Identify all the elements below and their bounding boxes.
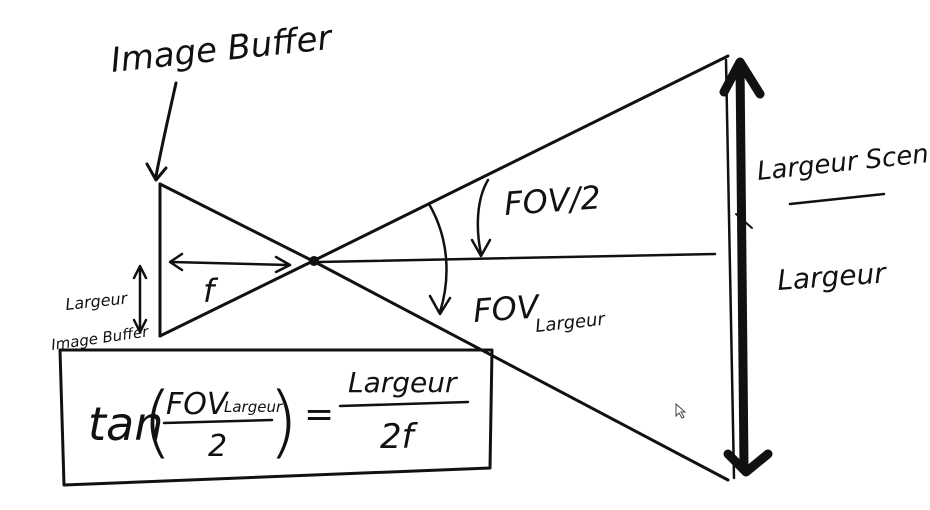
fov-full-label: FOV — [472, 287, 542, 330]
fov-full-arc — [427, 202, 452, 316]
formula-lhs-fraction-bar — [162, 418, 274, 425]
formula-paren-close: ) — [268, 377, 298, 467]
image-plane-label-line1: Largeur — [64, 288, 129, 314]
fov-half-arc — [470, 178, 492, 258]
formula: tan ( FOV Largeur 2 ) = Largeur 2f — [88, 366, 470, 467]
formula-lhs-denominator: 2 — [208, 429, 227, 464]
formula-lhs-numerator-sub: Largeur — [224, 398, 283, 416]
focal-length-label: f — [203, 272, 219, 310]
optical-axis-line — [316, 252, 717, 264]
formula-rhs-fraction-bar — [338, 400, 470, 408]
formula-box — [58, 348, 494, 487]
scene-width-label: Largeur Scene — [756, 137, 930, 187]
fov-half-label: FOV/2 — [503, 178, 602, 223]
focal-length-arrow — [168, 252, 292, 274]
image-buffer-label: Image Buffer — [109, 18, 336, 81]
ray-to-scene-top — [311, 54, 730, 263]
formula-lhs-numerator: FOV — [166, 387, 230, 422]
image-plane-height-arrow — [132, 264, 148, 334]
scene-plane-line — [724, 58, 736, 480]
formula-rhs-denominator: 2f — [380, 417, 419, 457]
formula-equals: = — [304, 394, 334, 435]
mouse-cursor-icon — [675, 402, 687, 419]
formula-rhs-numerator: Largeur — [348, 366, 458, 399]
ray-top-left — [158, 182, 315, 263]
fov-full-label-sub: Largeur — [534, 309, 607, 337]
scene-width-pointer-arrow — [735, 213, 753, 231]
scene-width-arrow — [719, 57, 773, 477]
ray-bottom-left — [158, 259, 315, 338]
ray-to-scene-bottom — [311, 259, 730, 482]
formula-tan: tan — [88, 397, 163, 451]
image-buffer-pointer-arrow — [145, 81, 178, 182]
scene-largeur-label: Largeur — [776, 256, 888, 297]
scene-width-underline — [788, 192, 886, 206]
center-of-projection-dot — [309, 256, 319, 266]
